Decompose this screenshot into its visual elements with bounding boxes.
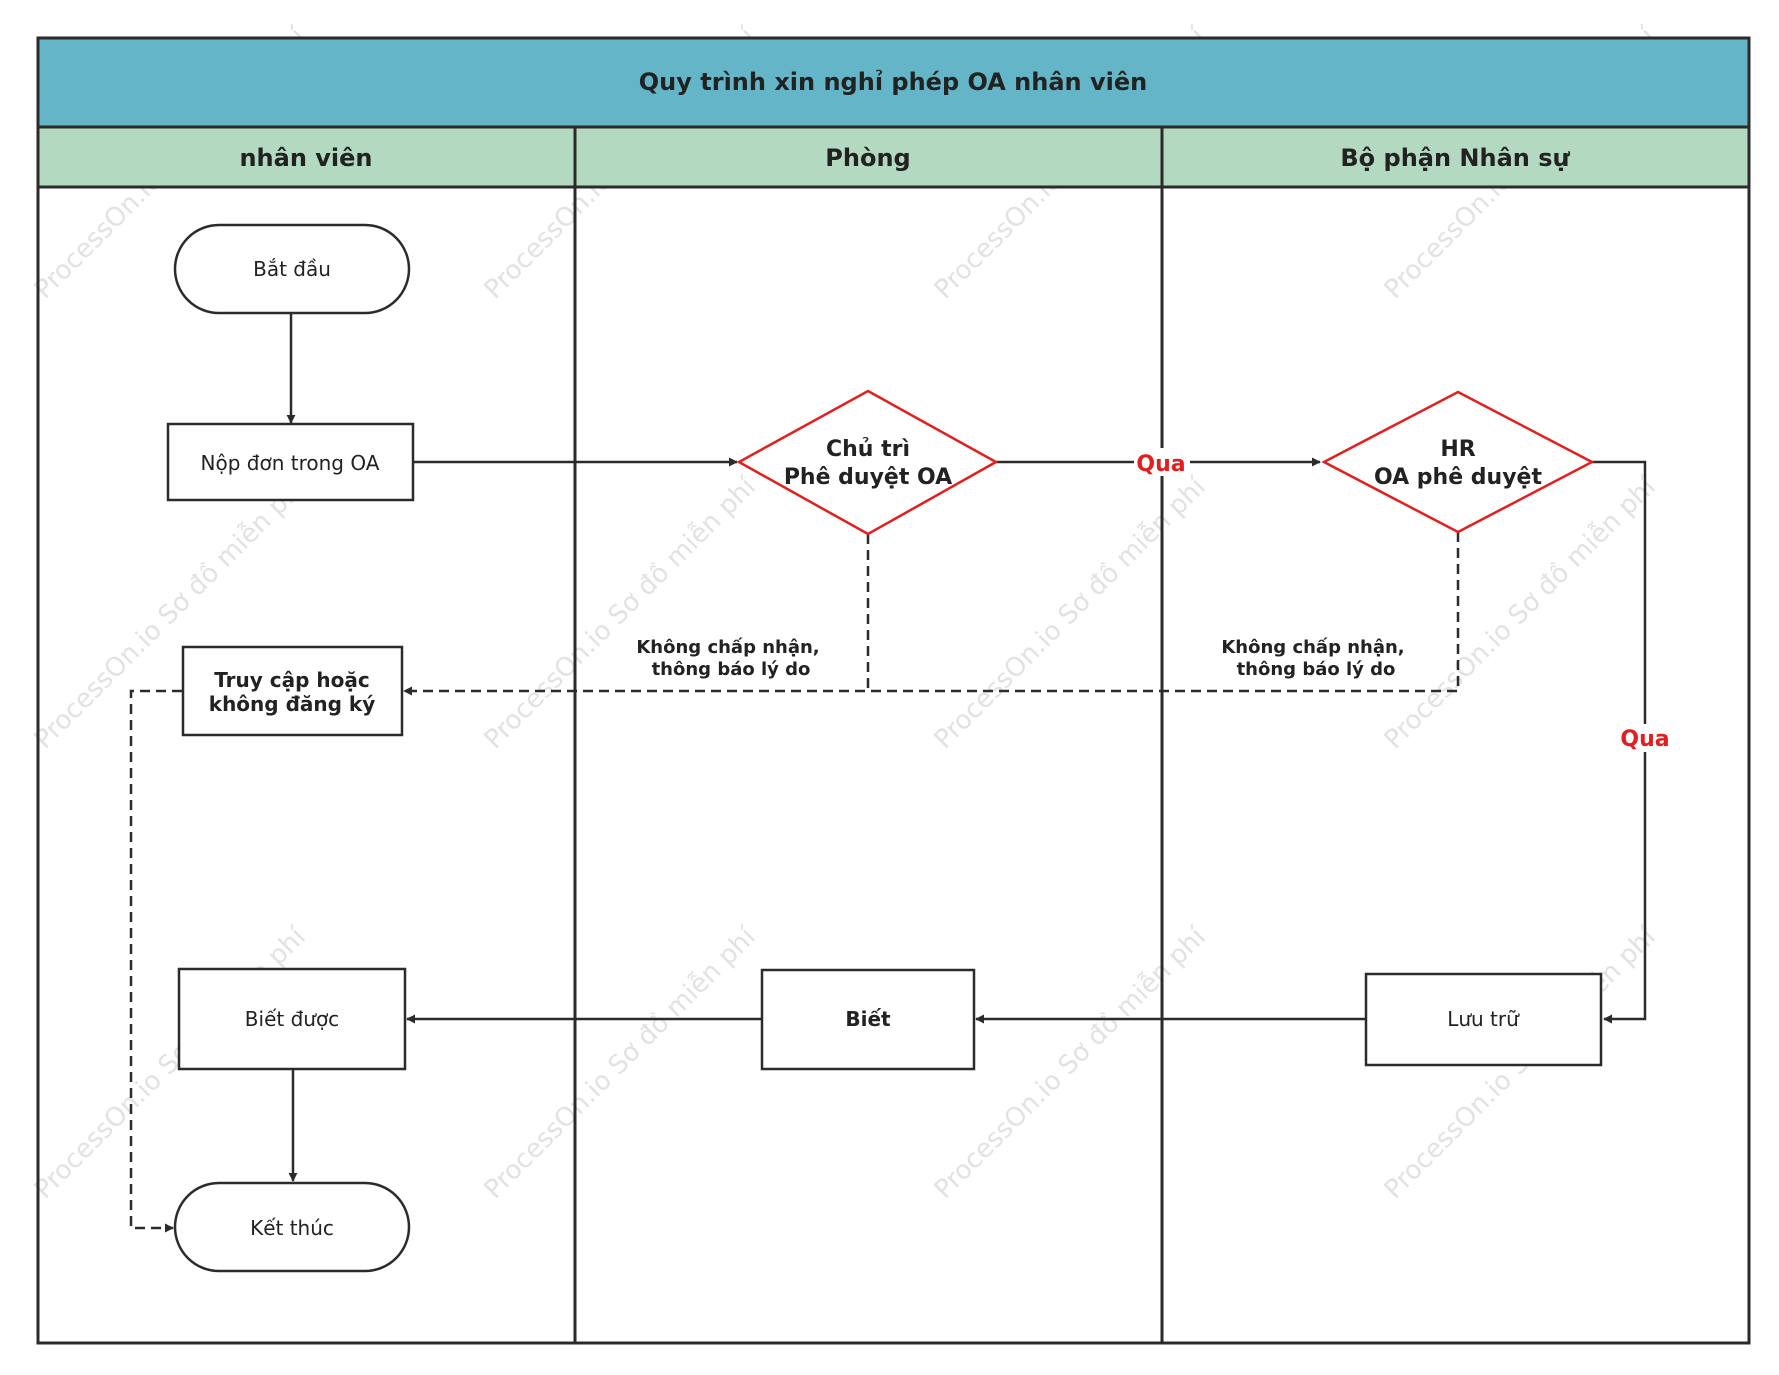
manager-approval-label-1: Chủ trì bbox=[826, 437, 910, 462]
hr-approval-decision[interactable] bbox=[1321, 390, 1595, 534]
lane-header-department bbox=[573, 125, 1164, 189]
edge-hr-reject bbox=[403, 532, 1460, 696]
lane-header-hr bbox=[1160, 125, 1751, 189]
lane-label-department: Phòng bbox=[825, 144, 910, 172]
dept-known-node[interactable] bbox=[760, 968, 976, 1071]
access-or-unregister-node[interactable] bbox=[181, 645, 404, 737]
reject-label-1-line-1: Không chấp nhận, bbox=[636, 637, 819, 658]
lane-label-employee: nhân viên bbox=[239, 144, 372, 172]
edge-access-to-end bbox=[129, 689, 182, 1233]
pass-label-1-bg bbox=[1134, 448, 1190, 476]
hr-approval-label-1: HR bbox=[1440, 437, 1475, 462]
access-node-label-2: không đăng ký bbox=[209, 692, 375, 716]
lane-label-hr: Bộ phận Nhân sự bbox=[1340, 144, 1570, 172]
start-node[interactable] bbox=[173, 223, 411, 315]
pass-label-2: Qua bbox=[1620, 727, 1669, 752]
reject-label-1-line-2: thông báo lý do bbox=[652, 659, 811, 680]
lane-body-hr bbox=[1160, 185, 1751, 1345]
start-node-label: Bắt đầu bbox=[253, 257, 331, 281]
archive-node-label: Lưu trữ bbox=[1447, 1007, 1520, 1031]
title-bar bbox=[36, 36, 1751, 129]
submit-node[interactable] bbox=[166, 422, 415, 502]
submit-node-label: Nộp đơn trong OA bbox=[201, 451, 380, 475]
reject-label-2-line-2: thông báo lý do bbox=[1237, 659, 1396, 680]
access-node-label-1: Truy cập hoặc bbox=[214, 668, 370, 692]
watermark-text-5: ProcessOn.io Sơ đồ miễn phí bbox=[478, 471, 762, 755]
diagram-title: Quy trình xin nghỉ phép OA nhân viên bbox=[639, 68, 1147, 96]
dept-known-node-label: Biết bbox=[845, 1007, 891, 1031]
known-node-label: Biết được bbox=[245, 1007, 339, 1031]
known-node[interactable] bbox=[177, 967, 407, 1071]
end-node-label: Kết thúc bbox=[250, 1216, 334, 1240]
lane-body-department bbox=[573, 185, 1164, 1345]
manager-approval-decision[interactable] bbox=[736, 389, 999, 536]
manager-approval-label-2: Phê duyệt OA bbox=[784, 465, 952, 490]
reject-label-2-line-1: Không chấp nhận, bbox=[1221, 637, 1404, 658]
archive-node[interactable] bbox=[1364, 972, 1603, 1067]
watermark-text-9: ProcessOn.io Sơ đồ miễn phí bbox=[478, 921, 762, 1205]
end-node[interactable] bbox=[173, 1181, 411, 1273]
pass-label-2-bg bbox=[1617, 724, 1673, 752]
pass-label-1: Qua bbox=[1136, 452, 1185, 477]
watermark-text-6: ProcessOn.io Sơ đồ miễn phí bbox=[928, 471, 1212, 755]
hr-approval-label-2: OA phê duyệt bbox=[1374, 465, 1542, 490]
